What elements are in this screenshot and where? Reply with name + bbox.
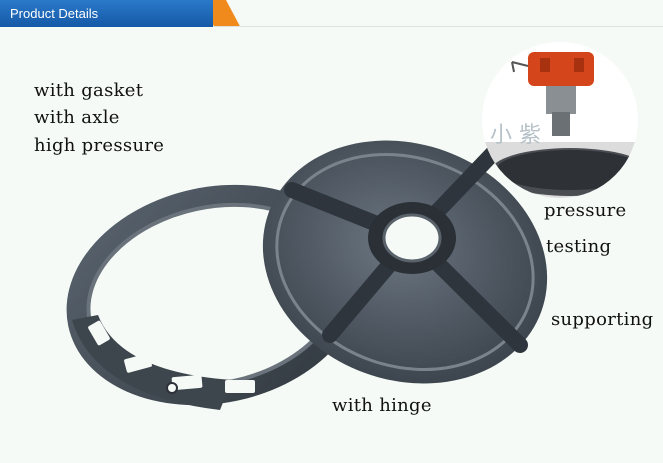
label-high-pressure: high pressure [34,135,165,156]
label-with-hinge: with hinge [332,395,432,416]
label-pressure: pressure [544,200,627,221]
header-bar: Product Details [0,0,663,27]
pressure-test-inset: 小 紫 [482,42,638,198]
header-divider [213,26,663,27]
svg-text:小 紫: 小 紫 [490,123,541,148]
label-with-gasket: with gasket [34,80,144,101]
label-with-axle: with axle [34,107,120,128]
cover-lid [262,140,548,384]
label-testing: testing [546,236,612,257]
label-supporting: supporting [551,309,654,330]
product-details-tab[interactable]: Product Details [0,0,213,27]
header-title: Product Details [10,6,99,21]
